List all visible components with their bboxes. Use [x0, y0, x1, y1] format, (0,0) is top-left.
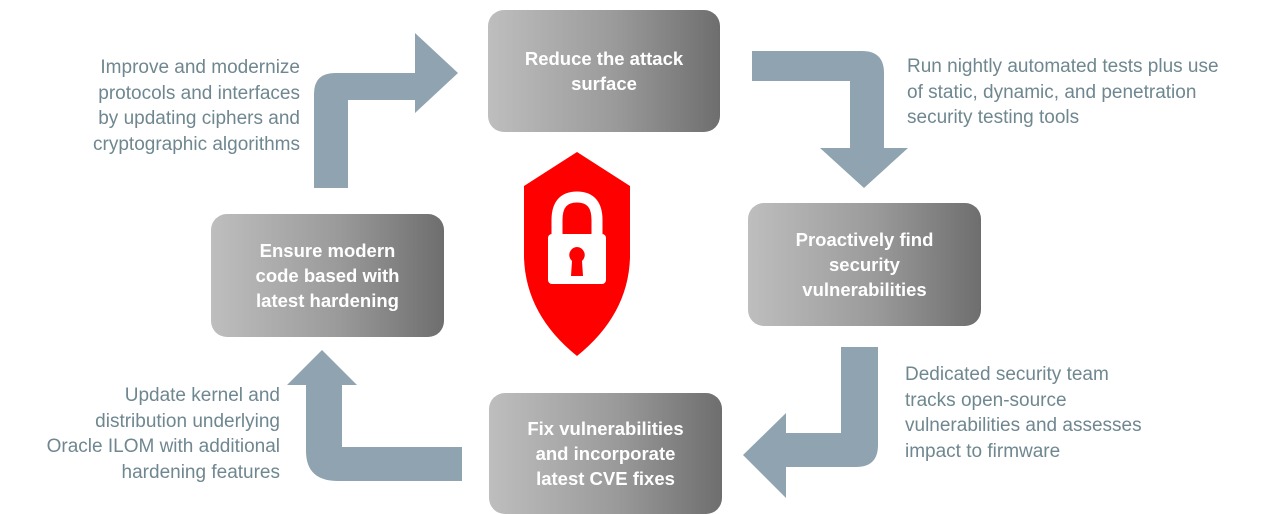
- step-text-line: Proactively find: [795, 229, 934, 250]
- step-text-line: latest hardening: [256, 290, 399, 311]
- note-line: Run nightly automated tests plus use: [907, 56, 1219, 77]
- note-line: cryptographic algorithms: [93, 133, 300, 155]
- note-line: of static, dynamic, and penetration: [907, 81, 1197, 103]
- note-line: security testing tools: [907, 107, 1080, 128]
- step-text-line: Fix vulnerabilities: [527, 418, 684, 439]
- padlock-shackle: [551, 191, 603, 238]
- note-line: protocols and interfaces: [98, 82, 300, 104]
- note-line: tracks open-source: [905, 389, 1067, 411]
- step-text-line: security: [829, 254, 900, 275]
- note-line: Oracle ILOM with additional: [46, 436, 280, 457]
- note-improve-protocols: Improve and modernize protocols and inte…: [93, 55, 300, 157]
- step-text-line: Ensure modern: [259, 240, 396, 261]
- step-reduce-attack-surface: Reduce the attack surface: [488, 10, 720, 132]
- padlock-keyhole: [569, 247, 585, 276]
- note-update-kernel: Update kernel and distribution underlyin…: [47, 383, 280, 485]
- note-line: Dedicated security team: [905, 364, 1109, 385]
- note-line: hardening features: [121, 461, 280, 483]
- step-text-line: code based with: [255, 265, 400, 286]
- step-text-line: latest CVE fixes: [536, 468, 675, 489]
- arrow-top-to-right: [752, 51, 908, 188]
- note-line: vulnerabilities and assesses: [905, 415, 1142, 436]
- note-nightly-tests: Run nightly automated tests plus use of …: [907, 54, 1219, 131]
- note-line: by updating ciphers and: [98, 108, 300, 129]
- arrow-right-to-bottom: [743, 347, 878, 498]
- step-text-line: vulnerabilities: [802, 279, 927, 300]
- step-fix-vulnerabilities: Fix vulnerabilities and incorporate late…: [489, 393, 722, 514]
- step-text-line: and incorporate: [535, 443, 676, 464]
- note-line: Improve and modernize: [100, 57, 300, 78]
- step-proactively-find-vulnerabilities: Proactively find security vulnerabilitie…: [748, 203, 981, 326]
- note-dedicated-security-team: Dedicated security team tracks open-sour…: [905, 362, 1142, 464]
- note-line: distribution underlying: [95, 410, 280, 432]
- step-text-line: surface: [571, 73, 637, 94]
- arrow-bottom-to-left: [287, 350, 462, 481]
- note-line: impact to firmware: [905, 440, 1061, 462]
- security-shield-padlock-icon: [524, 152, 630, 356]
- step-ensure-modern-code: Ensure modern code based with latest har…: [211, 214, 444, 337]
- note-line: Update kernel and: [124, 385, 280, 406]
- step-text-line: Reduce the attack: [524, 48, 684, 69]
- arrow-left-to-top: [314, 33, 458, 188]
